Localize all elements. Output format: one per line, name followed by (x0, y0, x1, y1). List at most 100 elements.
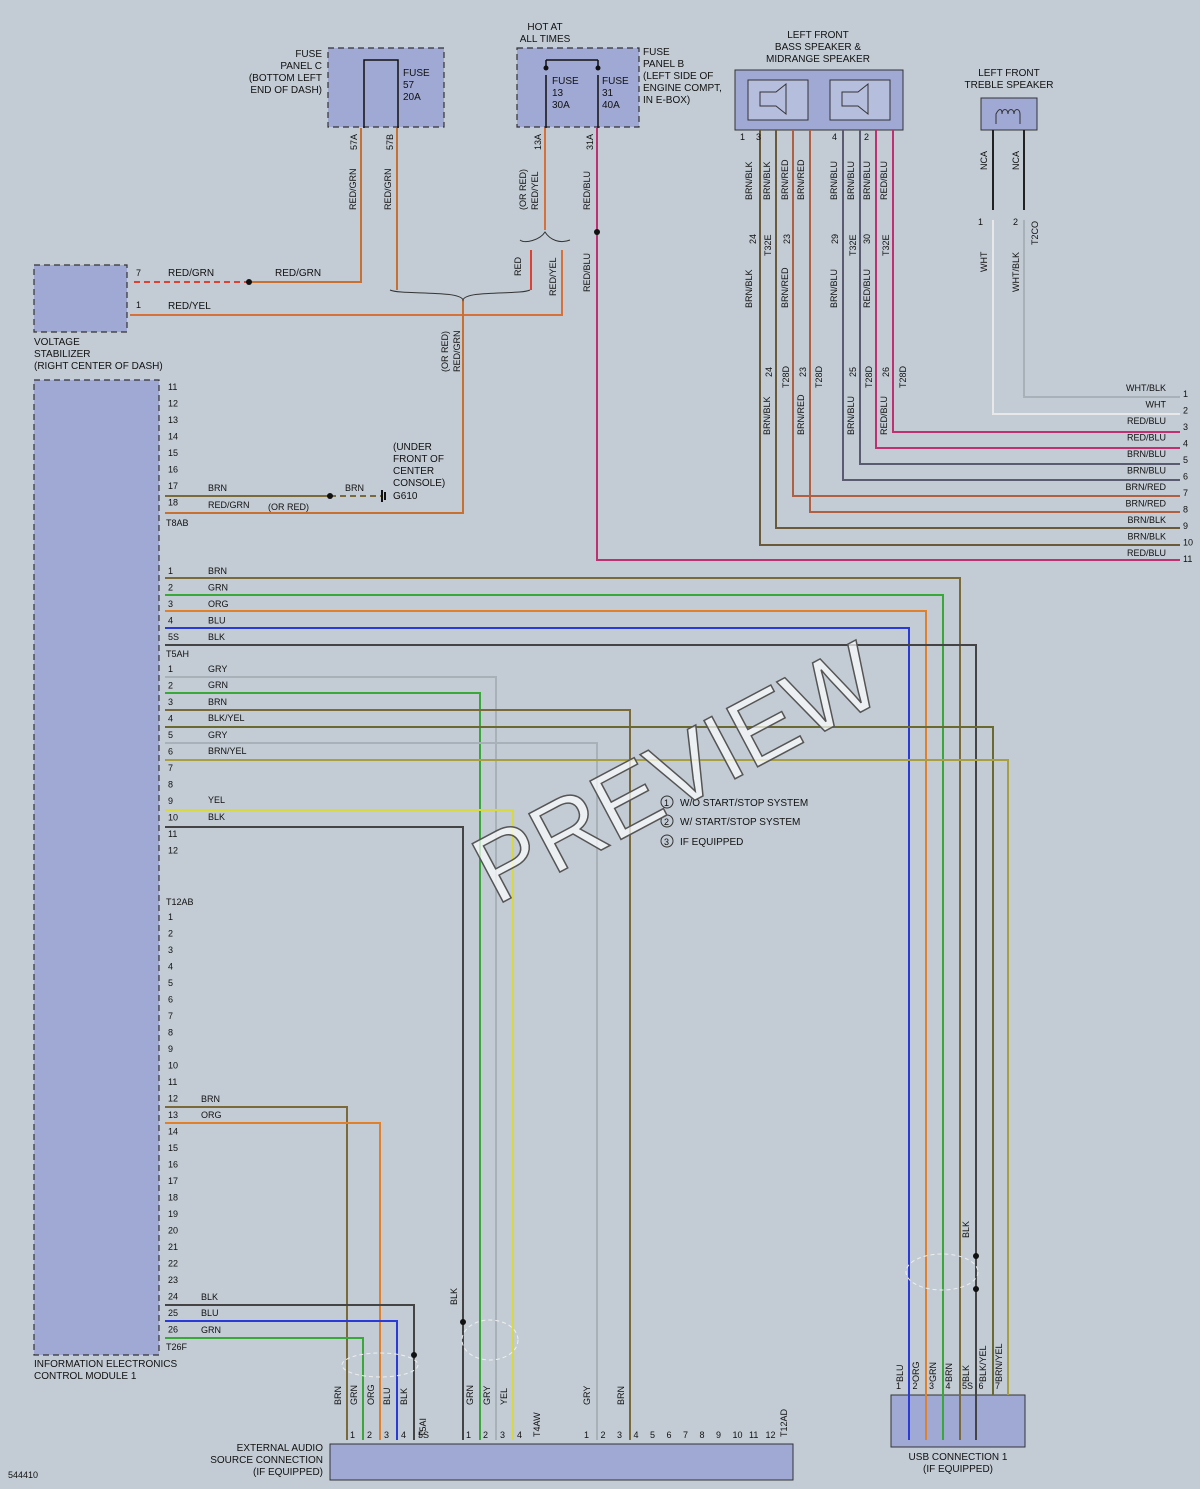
fuse-panel-c-box (327, 47, 445, 128)
junction-dot (973, 1286, 979, 1292)
pin-number: 23 (782, 234, 792, 244)
connector-t32e: T32E (881, 234, 891, 256)
t12ab-pin: 12 (168, 846, 178, 856)
wire-label: BRN (201, 1094, 220, 1104)
wire-label: ORG (911, 1361, 921, 1382)
right-wire-label: RED/BLU (1127, 416, 1166, 426)
wire-label: ORG (201, 1110, 222, 1120)
wire-label: BLU (208, 616, 226, 626)
connector-t2co: T2CO (1030, 221, 1040, 245)
t8ab-pin: 16 (168, 465, 178, 475)
wire-label: BLK (961, 1221, 971, 1238)
wire-label: YEL (499, 1388, 509, 1405)
pin-number: 24 (764, 367, 774, 377)
pin-number: 30 (862, 234, 872, 244)
wire-label: RED/BLU (582, 171, 592, 210)
ext-audio-pin: 5S (418, 1430, 429, 1440)
ext-audio-pin: 8 (700, 1430, 705, 1440)
fuse-pin: 57B (385, 134, 395, 150)
t26f-pin: 19 (168, 1209, 178, 1219)
wire-label: BRN/BLU (829, 161, 839, 200)
right-wire-label: RED/BLU (1127, 433, 1166, 443)
wire-label: RED/GRN (208, 500, 250, 510)
pin-number: 25 (848, 367, 858, 377)
wire-label: WHT/BLK (1011, 252, 1021, 292)
right-pin-number: 9 (1183, 521, 1188, 531)
speaker-pin: 4 (832, 132, 837, 142)
wire-label: BRN/RED (796, 394, 806, 435)
shield-bracket (341, 1352, 419, 1378)
legend-text: W/O START/STOP SYSTEM (680, 798, 808, 809)
right-wire-label: RED/BLU (1127, 548, 1166, 558)
wire-label: BRN/BLK (744, 269, 754, 308)
wire-org (165, 610, 927, 1440)
junction-dot (411, 1352, 417, 1358)
wire-redyel (130, 250, 563, 316)
t26f-pin: 21 (168, 1242, 178, 1252)
t12ab-pin: 1 (168, 664, 173, 674)
ext-audio-pin: 4 (634, 1430, 639, 1440)
ext-audio-pin: 3 (500, 1430, 505, 1440)
usb-pin: 2 (913, 1381, 918, 1391)
ground-id: G610 (393, 491, 418, 502)
wire-label: BRN/RED (780, 159, 790, 200)
wire-yel (165, 809, 514, 1440)
wire-label: BLU (382, 1387, 392, 1405)
wire-label: BRN/YEL (994, 1343, 1004, 1382)
ext-audio-pin: 4 (517, 1430, 522, 1440)
wire-brn (165, 709, 631, 1440)
connector-t12ab: T12AB (166, 897, 194, 907)
wire-label: RED/GRN (383, 168, 393, 210)
t12ab-pin: 11 (168, 829, 177, 839)
t26f-pin: 5 (168, 978, 173, 988)
wire-brnred (792, 130, 1180, 497)
wire-label: GRN (928, 1362, 938, 1382)
connector-t28d: T28D (898, 365, 908, 388)
fuse-panel-b-box (516, 47, 640, 128)
wire-blkyel (165, 726, 994, 1395)
wire-brnred (809, 130, 1180, 513)
bass-speaker-inner-2 (829, 79, 891, 121)
t26f-pin: 8 (168, 1028, 173, 1038)
usb-pin: 4 (946, 1381, 951, 1391)
t26f-pin: 26 (168, 1325, 178, 1335)
ext-audio-pin: 7 (683, 1430, 688, 1440)
fuse-13-symbol (545, 59, 599, 128)
wire-label: BRN/RED (796, 159, 806, 200)
t5ah-pin: 2 (168, 583, 173, 593)
wire-label: BLK (208, 632, 225, 642)
t26f-pin: 6 (168, 995, 173, 1005)
t12ab-pin: 10 (168, 813, 178, 823)
wire-label: RED (513, 256, 523, 276)
shield-bracket (905, 1253, 979, 1291)
wire-label: RED/BLU (862, 269, 872, 308)
wire-group (130, 128, 1180, 1440)
wire-brnblk (775, 130, 1180, 529)
wire-label: BLK/YEL (978, 1345, 988, 1382)
stabilizer-pin: 1 (136, 300, 141, 310)
right-pin-number: 7 (1183, 488, 1188, 498)
legend-num: 2 (664, 817, 669, 827)
wire-label: GRN (201, 1325, 221, 1335)
junction-dot (246, 279, 252, 285)
legend-circle (660, 795, 674, 809)
wire-label: BRN/BLU (846, 396, 856, 435)
junction-dot (327, 493, 333, 499)
wire-label: BRN (208, 566, 227, 576)
t5ah-pin: 4 (168, 616, 173, 626)
treble-speaker-coil-icon (995, 109, 1021, 124)
ext-audio-pin: 1 (466, 1430, 471, 1440)
connector-t28d: T28D (781, 365, 791, 388)
pin-number: 26 (881, 367, 891, 377)
junction-dot (460, 1319, 466, 1325)
junction-dot (973, 1253, 979, 1259)
bass-speaker-icon-2 (841, 82, 869, 116)
ext-audio-pin: 1 (584, 1430, 589, 1440)
t8ab-pin: 14 (168, 432, 178, 442)
wire-label: BRN/RED (780, 267, 790, 308)
treble-pin: 2 (1013, 217, 1018, 227)
